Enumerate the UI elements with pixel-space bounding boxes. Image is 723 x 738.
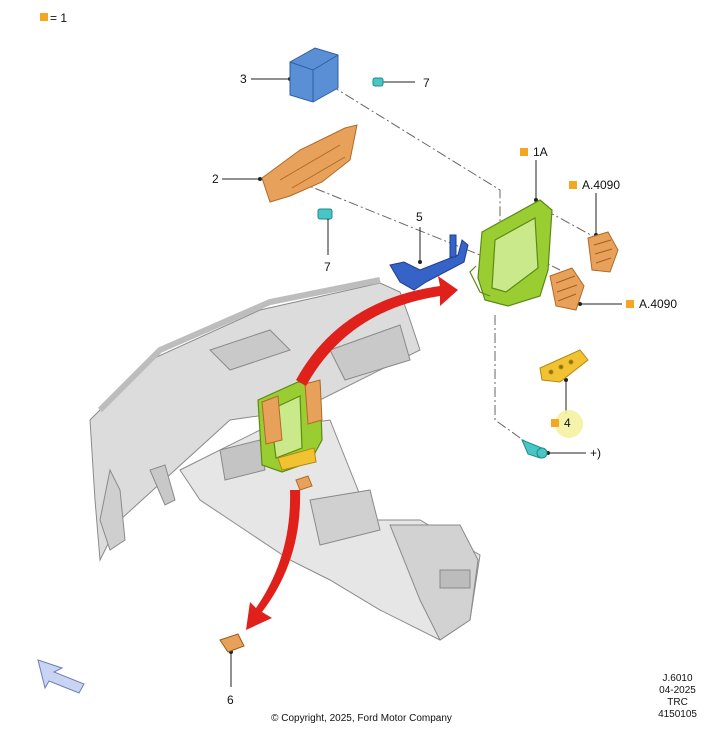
part-6-component (219, 633, 245, 653)
legend-marker (520, 148, 528, 156)
instrument-panel (89, 277, 481, 641)
curved-red-arrow-icon (246, 490, 301, 630)
callout-a4090-upper: A.4090 (582, 178, 621, 192)
curved-red-arrow-icon (296, 276, 458, 386)
legend-marker (551, 419, 559, 427)
alignment-line (494, 315, 531, 446)
installed-part-6 (295, 475, 313, 491)
vent-a4090-lower (549, 267, 585, 311)
clip-7 (317, 77, 384, 220)
copyright-notice: © Copyright, 2025, Ford Motor Company (271, 713, 452, 724)
reference-line: TRC (667, 697, 688, 708)
callout-3: 3 (240, 72, 247, 86)
legend-text: = 1 (50, 11, 68, 25)
reference-line: 04-2025 (659, 685, 696, 696)
alignment-line (544, 209, 601, 241)
callout-a4090-lower: A.4090 (639, 297, 678, 311)
callout-2: 2 (212, 172, 219, 186)
part-1a-bracket (469, 199, 553, 307)
part-3-module (289, 47, 339, 103)
callout-4-highlight (555, 410, 583, 438)
installed-vent-right (304, 379, 323, 425)
installed-vent-left (261, 395, 283, 445)
view-direction-arrow-icon (37, 659, 85, 694)
callout-fastener: +) (590, 446, 602, 460)
callout-5: 5 (416, 210, 423, 224)
legend-marker (626, 300, 634, 308)
callout-7-top: 7 (423, 76, 430, 90)
fastener-screw (521, 439, 548, 459)
legend-square (40, 13, 48, 21)
vent-a4090-upper (587, 231, 619, 273)
callout-1a: 1A (533, 145, 548, 159)
callout-6: 6 (227, 693, 234, 707)
reference-line: 4150105 (658, 709, 697, 720)
part-5-bracket (389, 234, 469, 291)
part-4-switch-panel (539, 349, 589, 383)
legend-marker (569, 181, 577, 189)
drawing-reference: J.6010 04-2025 TRC 4150105 (658, 673, 697, 721)
reference-line: J.6010 (662, 673, 693, 684)
part-2-bracket (261, 124, 358, 203)
callout-7-mid: 7 (324, 260, 331, 274)
alignment-line (329, 84, 501, 225)
installed-switch-panel (277, 447, 317, 471)
callout-4: 4 (564, 416, 571, 430)
